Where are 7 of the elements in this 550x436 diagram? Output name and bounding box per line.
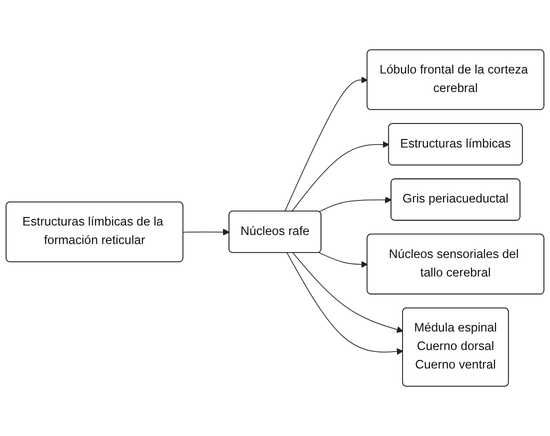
arrow: [182, 228, 230, 236]
arrow: [284, 76, 368, 212]
arrow: [292, 252, 404, 333]
arrow: [286, 252, 404, 355]
arrow: [318, 252, 368, 268]
arrow: [318, 196, 392, 212]
arrow: [291, 141, 390, 212]
